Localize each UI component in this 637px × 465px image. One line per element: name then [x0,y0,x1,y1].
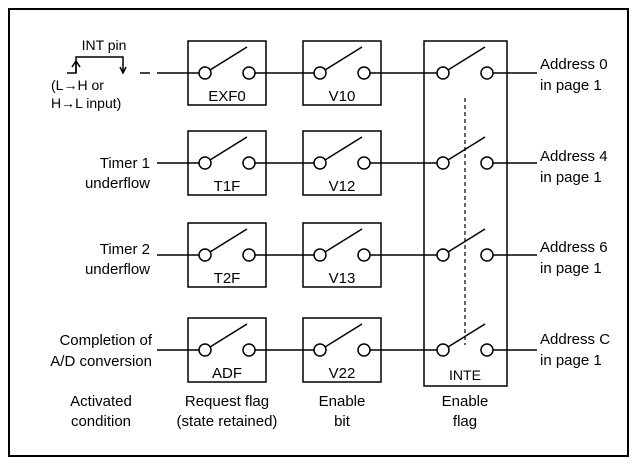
source-label-0-line-1: (L→H or [51,77,104,93]
source-label-0-line-0: INT pin [82,37,127,53]
inte-frame [423,40,508,387]
inte-switch-0-blade [447,46,486,71]
request-flag-switch-3-terminal-left [198,343,212,357]
request-flag-label-3: ADF [212,365,242,382]
source-label-1-line-1: underflow [85,175,150,192]
request-flag-switch-0-terminal-right [242,66,256,80]
source-label-3-line-0: Completion of [59,332,152,349]
request-flag-switch-1-terminal-left [198,156,212,170]
enable-bit-switch-3-terminal-right [357,343,371,357]
inte-switch-0-terminal-left [436,66,450,80]
request-flag-label-1: T1F [214,178,241,195]
inte-switch-0-terminal-right [480,66,494,80]
source-label-1-line-0: Timer 1 [100,155,150,172]
enable-bit-switch-2-terminal-left [313,248,327,262]
request-flag-box-3 [187,317,267,383]
address-label-3-line-1: in page 1 [540,352,602,369]
caption-enable-bit-line-0: Enable [319,393,366,410]
address-label-1-line-0: Address 4 [540,148,608,165]
enable-bit-label-1: V12 [329,178,356,195]
request-flag-box-2 [187,222,267,288]
request-flag-switch-3-terminal-right [242,343,256,357]
enable-bit-box-1 [302,130,382,196]
inte-switch-1-terminal-right [480,156,494,170]
enable-bit-label-3: V22 [329,365,356,382]
source-label-3-line-1: A/D conversion [50,353,152,370]
request-flag-switch-0-terminal-left [198,66,212,80]
enable-bit-switch-3-blade [324,323,363,348]
inte-switch-2-terminal-left [436,248,450,262]
request-flag-switch-2-terminal-right [242,248,256,262]
enable-bit-switch-2-terminal-right [357,248,371,262]
request-flag-switch-3-blade [209,323,248,348]
address-label-0-line-1: in page 1 [540,77,602,94]
address-label-2-line-0: Address 6 [540,239,608,256]
source-label-2-line-0: Timer 2 [100,241,150,258]
enable-bit-box-3 [302,317,382,383]
address-label-3-line-0: Address C [540,331,610,348]
enable-bit-label-2: V13 [329,270,356,287]
inte-switch-1-terminal-left [436,156,450,170]
caption-activated-line-0: Activated [70,393,132,410]
request-flag-switch-0-blade [209,46,248,71]
enable-bit-box-2 [302,222,382,288]
enable-bit-switch-2-blade [324,228,363,253]
address-label-0-line-0: Address 0 [540,56,608,73]
enable-bit-switch-1-terminal-left [313,156,327,170]
inte-switch-1-blade [447,136,486,161]
request-flag-label-2: T2F [214,270,241,287]
caption-request-line-1: (state retained) [177,413,278,430]
int-pulse-symbol [67,56,150,75]
inte-switch-3-blade [447,323,486,348]
enable-bit-switch-0-blade [324,46,363,71]
enable-bit-switch-0-terminal-left [313,66,327,80]
outer-frame [8,8,629,457]
caption-enable-flag-line-0: Enable [442,393,489,410]
inte-switch-3-terminal-left [436,343,450,357]
request-flag-switch-2-terminal-left [198,248,212,262]
source-label-0-line-2: H→L input) [51,95,121,111]
request-flag-box-1 [187,130,267,196]
caption-enable-bit-line-1: bit [334,413,351,430]
inte-switch-2-terminal-right [480,248,494,262]
enable-bit-label-0: V10 [329,88,356,105]
request-flag-box-0 [187,40,267,106]
enable-bit-switch-3-terminal-left [313,343,327,357]
address-label-1-line-1: in page 1 [540,169,602,186]
request-flag-switch-2-blade [209,228,248,253]
caption-activated-line-1: condition [71,413,131,430]
enable-bit-switch-1-terminal-right [357,156,371,170]
inte-switch-3-terminal-right [480,343,494,357]
caption-enable-flag-line-1: flag [453,413,477,430]
caption-request-line-0: Request flag [185,393,269,410]
address-label-2-line-1: in page 1 [540,260,602,277]
inte-switch-2-blade [447,228,486,253]
enable-bit-box-0 [302,40,382,106]
enable-bit-switch-0-terminal-right [357,66,371,80]
inte-label: INTE [449,367,481,383]
enable-bit-switch-1-blade [324,136,363,161]
request-flag-label-0: EXF0 [208,88,246,105]
request-flag-switch-1-blade [209,136,248,161]
request-flag-switch-1-terminal-right [242,156,256,170]
source-label-2-line-1: underflow [85,261,150,278]
